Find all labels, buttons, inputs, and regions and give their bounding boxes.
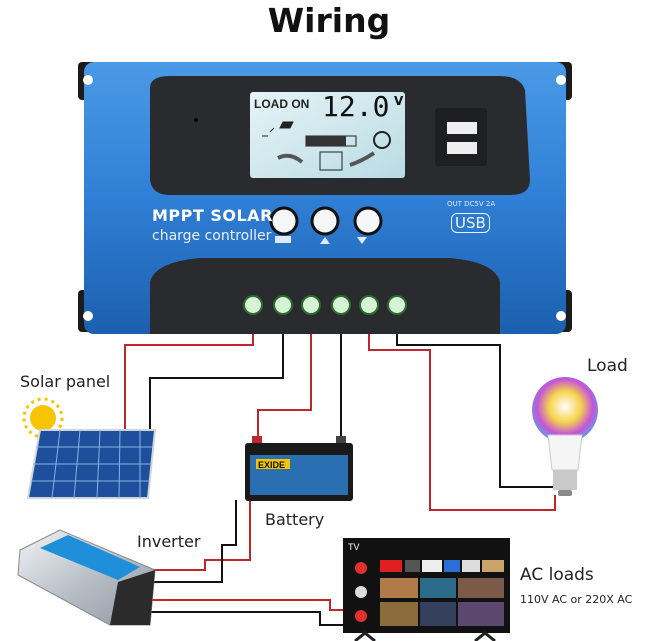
page-title: Wiring [267,1,391,40]
wire-load-positive [368,315,556,511]
battery: EXIDE [245,436,353,501]
battery-brand: EXIDE [258,460,285,470]
battery-smile-icon [319,151,343,171]
inverter [17,529,156,626]
tv: TV [343,538,510,641]
terminal-battery-positive [301,295,321,315]
bulb-icon [373,131,391,149]
label-ac-voltage: 110V AC or 220X AC [520,593,633,606]
terminal-load-negative [387,295,407,315]
wires [120,315,556,626]
charge-controller [78,62,572,334]
menu-button[interactable] [269,206,299,236]
usb-label: USB [451,213,490,233]
label-ac-loads: AC loads [520,565,594,585]
terminal-solar-negative [273,295,293,315]
usb-rating: OUT DC5V 2A [447,200,496,208]
down-power-button[interactable] [353,206,383,236]
wire-battery-positive [257,315,312,442]
label-inverter: Inverter [137,532,201,551]
brand-line1: MPPT SOLAR [152,206,273,225]
arrow-icon [349,151,376,167]
brand-line2: charge controller [152,228,272,244]
up-button[interactable] [310,206,340,236]
light-bulb [532,377,598,496]
lcd-unit: V [394,94,404,108]
terminal-solar-positive [243,295,263,315]
terminal-battery-negative [331,295,351,315]
terminal-bezel [150,258,500,334]
wire-ac-1 [150,599,345,611]
usb-port [435,108,487,166]
solar-panel [22,397,157,499]
solar-icon [262,121,294,137]
sun-icon [30,405,56,431]
terminal-block [243,295,407,315]
wire-ac-2 [150,611,345,626]
wire-inverter-positive [150,500,251,571]
label-load: Load [587,356,628,376]
wire-load-negative [396,315,555,488]
lcd-voltage: 12.0 [322,90,390,123]
arrow-icon [277,153,304,164]
label-battery: Battery [265,510,325,529]
label-solar-panel: Solar panel [20,372,111,391]
wire-inverter-negative [150,500,237,583]
lcd-status: LOAD ON [254,97,310,111]
tv-label: TV [348,542,360,552]
terminal-load-positive [359,295,379,315]
